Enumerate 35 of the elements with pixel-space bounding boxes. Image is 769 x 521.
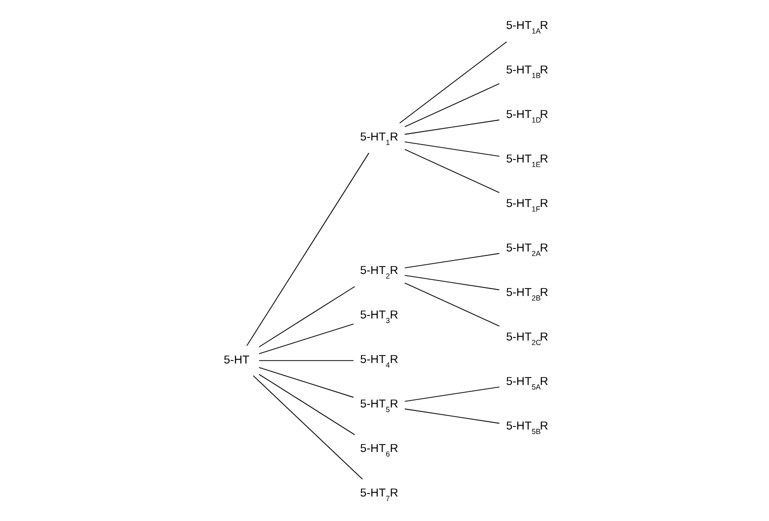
node-text: 5-HT [224,354,250,367]
connector [258,367,354,398]
node-text: 5-HT$_{4}$R [360,354,398,370]
node-text: 5-HT$_{1A}$R [506,20,548,36]
node-text: 5-HT$_{2C}$R [506,332,548,348]
connector [404,282,500,327]
connector [258,374,356,436]
connector [258,286,356,348]
connector [258,360,354,362]
connector [404,386,500,402]
node-text: 5-HT$_{1F}$R [506,198,548,214]
node-text: 5-HT$_{6}$R [360,442,398,458]
node-text: 5-HT$_{5A}$R [506,376,548,392]
connector [399,41,508,124]
node-text: 5-HT$_{1E}$R [506,154,548,170]
connector [404,253,500,268]
node-text: 5-HT$_{2B}$R [506,287,548,303]
connector [404,83,500,128]
node-text: 5-HT$_{1D}$R [506,109,548,125]
connector [404,120,500,135]
node-text: 5-HT$_{1B}$R [506,64,548,80]
node-text: 5-HT$_{7}$R [360,487,398,503]
connector [404,141,500,157]
connector [258,324,354,354]
node-text: 5-HT$_{2A}$R [506,242,548,258]
connector [404,408,500,424]
node-text: 5-HT$_{5B}$R [506,420,548,436]
connector [252,375,363,480]
node-text: 5-HT$_{2}$R [360,264,398,280]
connector [404,274,500,290]
connector [404,149,500,193]
node-text: 5-HT$_{1}$R [360,131,398,147]
connector [246,152,370,346]
node-text: 5-HT$_{5}$R [360,398,398,414]
node-text: 5-HT$_{3}$R [360,309,398,325]
